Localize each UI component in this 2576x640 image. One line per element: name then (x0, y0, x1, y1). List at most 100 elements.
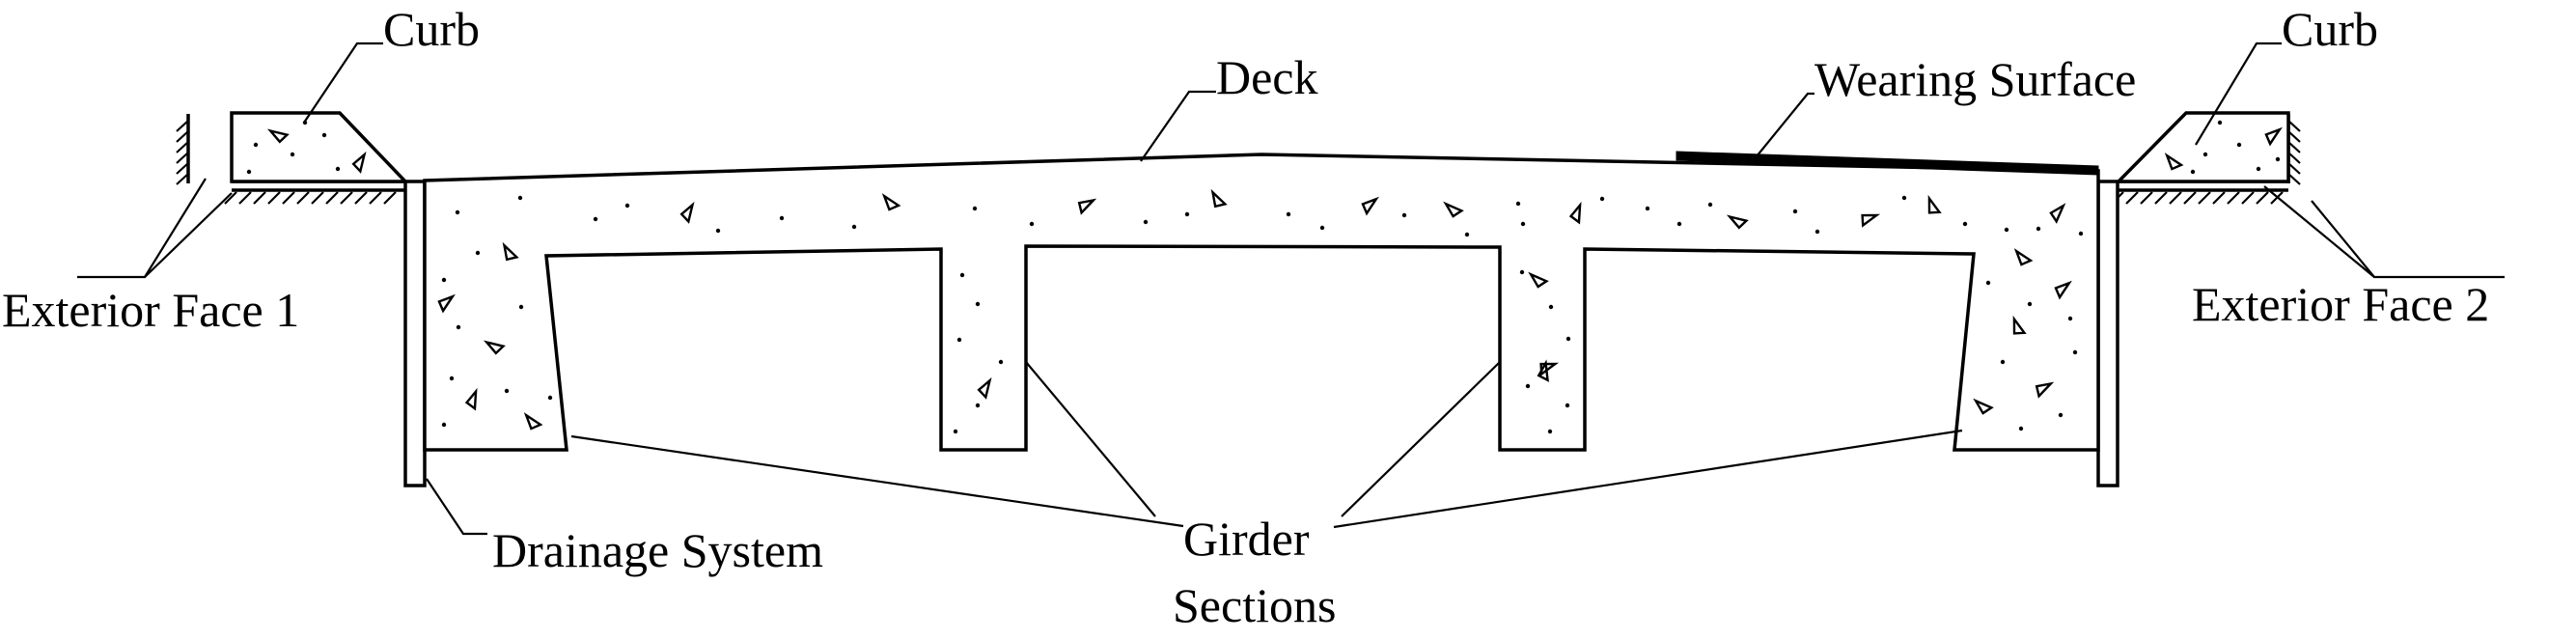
aggregate-mark (2164, 153, 2184, 171)
aggregate-dot (975, 301, 981, 307)
leader-drainage-system (426, 478, 487, 536)
aggregate-mark (2264, 126, 2283, 147)
aggregate-dot (1565, 336, 1571, 342)
aggregate-dot (2027, 301, 2033, 307)
aggregate-dot (1599, 196, 1605, 202)
aggregate-dot (624, 203, 630, 209)
aggregate-dot (1184, 211, 1190, 217)
leader-lines (77, 42, 2505, 536)
aggregate-mark (977, 376, 992, 400)
leader-curb-right (2195, 42, 2282, 146)
aggregate-mark (2035, 381, 2055, 399)
aggregate-dot (2018, 426, 2024, 431)
aggregate-dot (1519, 269, 1525, 275)
aggregate-dot (246, 169, 252, 175)
aggregate-mark (266, 128, 290, 144)
label-girder: Girder (1183, 512, 1310, 566)
aggregate-dot (715, 228, 721, 234)
label-curb-left: Curb (383, 2, 480, 56)
aggregate-mark (1861, 213, 1881, 228)
aggregate-dot (1547, 429, 1553, 434)
aggregate-dot (2256, 166, 2261, 172)
leader-girder-1 (570, 434, 1184, 528)
aggregate-dot (972, 206, 978, 211)
right-curb (2114, 111, 2290, 183)
aggregate-mark (1443, 201, 1464, 218)
aggregate-mark (881, 193, 901, 211)
aggregate-dot (253, 142, 259, 148)
aggregate-dot (2004, 227, 2009, 233)
aggregate-mark (1726, 214, 1749, 230)
leader-girder-4 (1333, 429, 1963, 529)
aggregate-dot (456, 324, 461, 330)
aggregate-dot (1520, 221, 1526, 227)
aggregate-mark (679, 201, 695, 224)
aggregate-dot (455, 209, 460, 215)
aggregate-dot (1401, 212, 1407, 218)
aggregate-dot (1286, 211, 1291, 217)
label-exterior-face-2: Exterior Face 2 (2192, 277, 2489, 331)
leader-wearing-surface (1756, 92, 1814, 157)
leader-curb-left (303, 42, 383, 124)
aggregate-dot (1565, 403, 1570, 408)
drainage-plate-left (403, 180, 427, 487)
aggregate-dot (547, 395, 553, 401)
aggregate-dot (1464, 232, 1470, 237)
aggregate-mark (1973, 398, 1994, 415)
aggregate-dot (1525, 383, 1531, 389)
label-sections: Sections (1173, 578, 1336, 632)
left-abutment-hatching (176, 120, 397, 205)
leader-girder-3 (1341, 361, 1501, 517)
deck-slab (423, 153, 2100, 452)
aggregate-dot (1676, 221, 1682, 227)
aggregate-dot (1962, 221, 1968, 227)
aggregate-mark (2012, 315, 2027, 335)
aggregate-dot (1029, 221, 1035, 227)
aggregate-dot (1792, 209, 1798, 214)
aggregate-dot (475, 250, 481, 256)
leader-deck (1140, 90, 1216, 162)
aggregate-dot (1143, 219, 1149, 225)
aggregate-dot (593, 216, 598, 222)
aggregate-dot (517, 195, 523, 201)
aggregate-mark (2054, 280, 2072, 300)
aggregate-mark (1077, 198, 1097, 215)
leader-girder-2 (1025, 361, 1156, 517)
aggregate-dot (1548, 304, 1554, 310)
aggregate-mark (1927, 194, 1942, 214)
leader-exterior-face-1 (77, 178, 207, 279)
aggregate-dot (321, 132, 327, 138)
left-curb (230, 111, 410, 183)
aggregate-dot (504, 388, 510, 394)
aggregate-dot (1645, 206, 1650, 211)
aggregate-mark (1210, 188, 1228, 209)
aggregate-mark (1528, 271, 1549, 289)
aggregate-mark (502, 241, 519, 262)
aggregate-dot (953, 429, 958, 434)
aggregate-dot (998, 359, 1004, 365)
aggregate-dot (441, 277, 447, 283)
aggregate-dot (2058, 412, 2064, 418)
aggregate-dot (2275, 156, 2281, 162)
aggregate-dot (1814, 229, 1820, 235)
aggregate-dot (2236, 142, 2242, 148)
aggregate-mark (483, 340, 506, 355)
aggregate-dot (1319, 225, 1325, 231)
aggregate-dot (2000, 359, 2006, 365)
aggregate-mark (1568, 201, 1582, 225)
aggregate-dot (1901, 195, 1907, 201)
aggregate-mark (2013, 248, 2034, 266)
wearing-surface-layer (1676, 151, 2099, 176)
aggregate-dot (2217, 120, 2223, 125)
aggregate-mark (2049, 203, 2066, 224)
label-curb-right: Curb (2282, 2, 2378, 56)
aggregate-dot (449, 376, 455, 381)
aggregate-dot (2078, 231, 2084, 237)
aggregate-mark (437, 293, 456, 314)
aggregate-mark (1537, 359, 1549, 382)
aggregate-dot (956, 337, 962, 343)
aggregate-dot (1515, 201, 1521, 207)
aggregate-dot (1985, 280, 1991, 286)
leader-exterior-face-2 (2311, 200, 2505, 279)
